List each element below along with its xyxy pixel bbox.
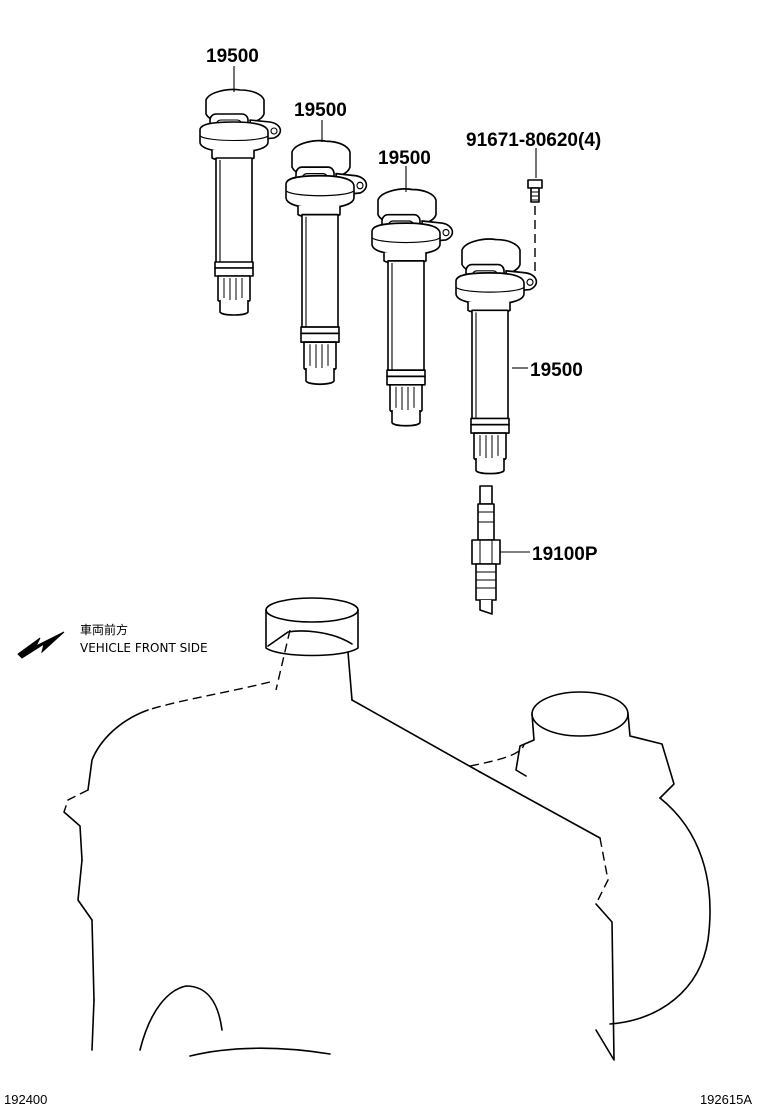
label-bolt: 91671-80620(4) bbox=[466, 130, 601, 151]
ignition-coil-3 bbox=[371, 188, 454, 427]
spark-plug bbox=[471, 485, 501, 615]
bolt bbox=[527, 179, 543, 203]
label-spark-plug: 19100P bbox=[532, 544, 598, 565]
label-coil-4: 19500 bbox=[530, 360, 583, 381]
direction-label-japanese: 車両前方 bbox=[80, 622, 128, 637]
footer-code-left: 192400 bbox=[4, 1092, 47, 1107]
ignition-coil-4 bbox=[455, 238, 538, 475]
ignition-coil-1 bbox=[199, 88, 282, 316]
label-coil-2: 19500 bbox=[294, 100, 347, 121]
footer-code-right: 192615A bbox=[700, 1092, 752, 1107]
label-coil-1: 19500 bbox=[206, 46, 259, 67]
ignition-coil-2 bbox=[285, 139, 368, 386]
direction-label-english: VEHICLE FRONT SIDE bbox=[80, 641, 208, 655]
engine-outline bbox=[63, 597, 711, 1061]
arrow-front-icon bbox=[17, 631, 65, 659]
label-coil-3: 19500 bbox=[378, 148, 431, 169]
